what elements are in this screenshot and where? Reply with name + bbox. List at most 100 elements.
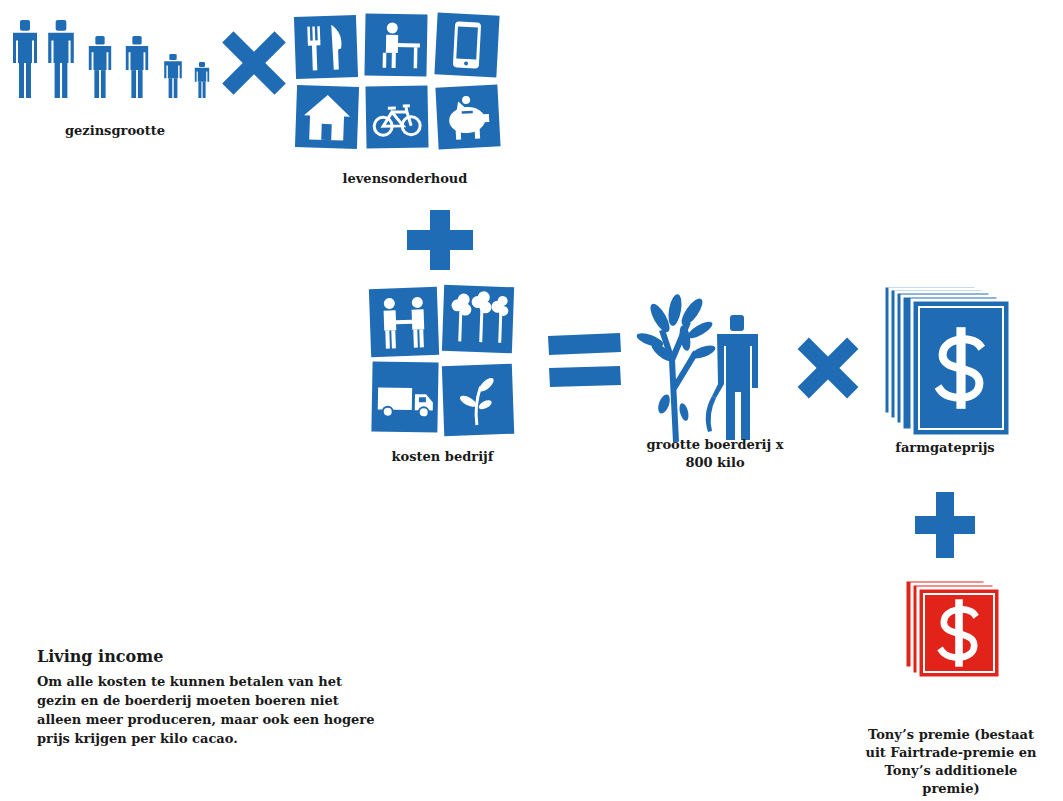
equals-sign-part [549,366,621,387]
farm-illustration-part [726,392,735,440]
multiply-sign-part [222,31,286,95]
equals-sign [548,333,621,387]
bicycle-icon-part-part [383,106,411,126]
labour-icon [369,287,439,357]
caption-text: grootte boerderij x 800 kilo [641,436,789,472]
school-icon-part [414,47,418,68]
money-stack-part [919,307,1003,429]
plus-sign-part [936,492,954,558]
transport-icon [371,361,438,432]
farm-illustration-part [730,315,744,331]
trees-icon [442,285,514,353]
trees-icon-part-part [498,313,502,343]
plus-sign-part [430,210,450,270]
labour-icon-part [391,330,396,348]
premium-money-part [942,601,974,666]
labour-icon-part [413,330,418,348]
business-costs-group: kosten bedrijf [365,286,520,466]
food-icon-part [312,44,317,70]
seedling-icon-part [458,394,478,410]
piggy-bank-icon-part [462,111,473,114]
food-icon-part [294,15,358,79]
phone-icon-part [456,27,478,60]
farm-illustration-part [666,293,683,327]
labour-icon-part [385,331,390,349]
house-icon-part [303,94,351,141]
piggy-bank-icon-part [435,84,500,149]
caption-text: gezinsgrootte [65,122,165,140]
piggy-bank-icon-part [475,127,481,138]
person-figure [126,36,148,98]
food-icon-part [307,27,310,42]
bicycle-icon [365,85,428,148]
farm-illustration-part [656,393,672,415]
farm-illustration-part [712,334,758,398]
bicycle-icon-part [365,85,428,148]
house-icon-part [295,85,359,149]
school-icon-part [387,22,398,33]
transport-icon-part [378,388,412,411]
seedling-icon-part [442,364,514,436]
transport-icon-part [419,407,429,417]
phone-icon [434,12,499,77]
farm-illustration-part [706,396,716,432]
school-icon-part [395,43,420,47]
farm-illustration-part [741,392,750,440]
money-stack [884,286,1010,436]
multiply-sign-part [222,31,286,95]
premium-money [905,580,1000,678]
phone-icon-part [464,61,468,65]
money-stack-part [912,300,1010,436]
equals-sign-part [548,333,621,355]
labour-icon-part [412,309,425,329]
labour-icon-part [419,329,424,347]
school-icon-part [364,13,427,76]
piggy-bank-icon-part [456,128,462,139]
labour-icon-part [384,310,397,330]
multiply-sign [779,319,878,418]
trees-icon-part [442,285,514,353]
premium-money-part [924,594,994,672]
school-icon [364,13,427,76]
business-costs-icons [369,285,514,436]
seedling-icon [442,364,514,436]
multiply-sign-part [798,338,859,399]
person-figure [195,62,209,98]
farm-illustration-part [678,324,692,351]
farm-size-group: grootte boerderij x 800 kilo [641,298,789,472]
person-figure [164,54,182,98]
person-figure [48,20,74,98]
transport-icon-part [419,397,426,402]
family-figures [13,20,209,98]
family-size-group: gezinsgrootte [10,18,220,140]
house-icon [295,85,359,149]
person-figure [89,36,111,98]
transport-icon-part [383,407,393,417]
phone-icon-part [434,12,499,77]
plus-sign [915,492,975,558]
farm-illustration-part [662,322,696,442]
multiply-sign [202,11,307,116]
plus-sign [407,210,473,270]
seedling-icon-part [477,398,493,411]
multiply-sign-part [798,338,859,399]
piggy-bank-icon-part [482,114,489,122]
house-icon-part [321,124,332,140]
caption-text: Tony’s premie (bestaat uit Fairtrade-pre… [858,726,1044,798]
trees-icon-part [450,290,509,343]
body-text: Om alle kosten te kunnen betalen van het… [37,672,385,748]
living-costs-group: levensonderhoud [290,12,520,188]
farmgate-price-group: farmgateprijs [870,283,1020,457]
piggy-bank-icon-part [449,106,486,134]
trees-icon-part-part [458,311,462,341]
labour-icon-part [412,297,423,308]
person-figure [13,20,37,98]
school-icon-part [383,53,387,68]
farm-illustration-part [649,340,675,364]
food-icon [294,15,358,79]
seedling-icon-part [477,376,496,394]
piggy-bank-icon [435,84,500,149]
farm-illustration-part [689,343,717,361]
labour-icon-part [369,287,439,357]
